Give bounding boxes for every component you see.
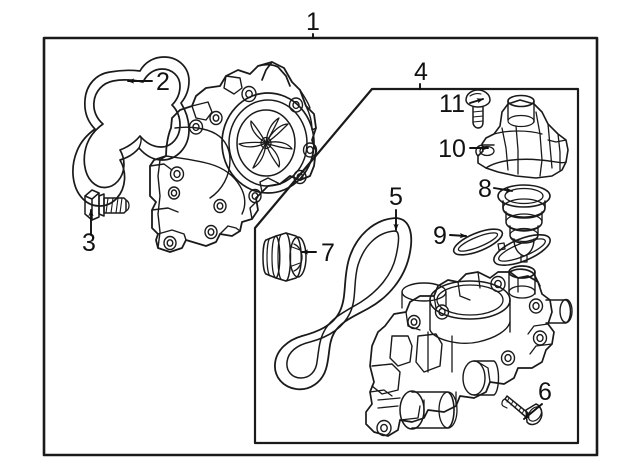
part-7-coolant-plug bbox=[262, 232, 307, 282]
callout-number-5: 5 bbox=[389, 183, 403, 211]
callout-number-11: 11 bbox=[439, 90, 465, 118]
part-10-thermostat-cover bbox=[475, 94, 569, 179]
callout-number-3: 3 bbox=[82, 229, 96, 257]
part-11-cover-bolt bbox=[465, 89, 491, 129]
callout-number-6: 6 bbox=[538, 378, 552, 406]
inner-assembly-box bbox=[253, 87, 580, 445]
callout-number-8: 8 bbox=[478, 175, 492, 203]
leader-11 bbox=[469, 98, 484, 104]
leader-8 bbox=[493, 187, 513, 193]
callout-number-1: 1 bbox=[306, 8, 320, 36]
part-5-housing-gasket bbox=[274, 217, 413, 391]
part-2-water-pump-gasket bbox=[72, 56, 190, 207]
leader-9 bbox=[449, 233, 467, 239]
thermostat-housing-casting bbox=[365, 265, 573, 437]
callout-number-10: 10 bbox=[438, 135, 466, 163]
leader-6 bbox=[523, 403, 543, 420]
callout-number-4: 4 bbox=[414, 58, 428, 86]
callout-number-9: 9 bbox=[433, 222, 447, 250]
callout-number-2: 2 bbox=[156, 68, 170, 96]
callout-number-7: 7 bbox=[321, 239, 335, 267]
water-pump-housing bbox=[149, 61, 318, 253]
part-9-o-ring-seals bbox=[452, 228, 551, 266]
